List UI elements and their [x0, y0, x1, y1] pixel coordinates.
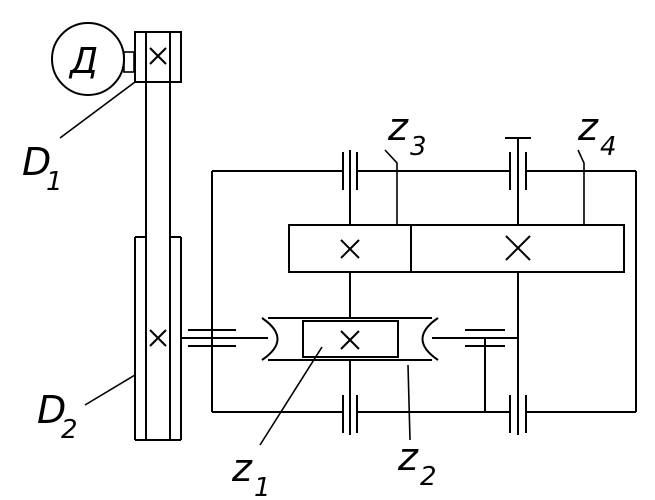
- bearing-right: [465, 329, 505, 347]
- gear-z2-left: [261, 317, 279, 361]
- svg-text:1: 1: [254, 473, 271, 500]
- bearing-bottom-right: [509, 395, 527, 433]
- svg-text:z: z: [397, 435, 419, 479]
- gear-pair-upper: [288, 224, 625, 273]
- motor: Д: [51, 22, 135, 96]
- svg-text:2: 2: [61, 415, 78, 445]
- bearing-top-left: [342, 152, 358, 190]
- leader-z2: [407, 364, 411, 441]
- gear-assembly-lower: [261, 317, 439, 361]
- svg-text:1: 1: [46, 167, 63, 197]
- svg-text:z: z: [231, 446, 253, 490]
- pulley-d1: [134, 31, 182, 83]
- motor-coupling: [123, 51, 135, 73]
- output-shaft-lower: [432, 329, 518, 412]
- svg-text:z: z: [387, 105, 409, 149]
- svg-text:2: 2: [420, 462, 437, 492]
- gear-z4: [410, 224, 625, 273]
- leader-d2: [84, 374, 136, 406]
- gear-z1-mark: [340, 330, 360, 350]
- belt-drive: [134, 31, 182, 441]
- label-z1: z 1: [231, 446, 271, 500]
- leaders: [59, 81, 585, 446]
- svg-text:3: 3: [410, 132, 427, 162]
- gear-z2-right: [421, 317, 439, 361]
- bearing-left: [188, 329, 236, 347]
- shaft-z4: [505, 137, 531, 435]
- label-z4: z 4: [577, 105, 617, 162]
- shaft-z3: [342, 150, 358, 435]
- label-d2: D 2: [37, 388, 78, 445]
- bearing-top-right: [509, 152, 527, 190]
- pulley-d2-mark: [149, 329, 167, 347]
- label-d1: D 1: [22, 140, 63, 197]
- motor-label: Д: [68, 41, 98, 82]
- svg-text:D: D: [22, 140, 51, 184]
- gear-z4-mark: [505, 235, 531, 261]
- housing: [212, 170, 637, 413]
- leader-z1: [259, 346, 323, 446]
- label-z2: z 2: [397, 435, 437, 492]
- bearing-bottom-left: [342, 395, 358, 433]
- gear-z3-mark: [340, 239, 360, 259]
- label-z3: z 3: [387, 105, 427, 162]
- svg-text:z: z: [577, 105, 599, 149]
- pulley-d1-mark: [149, 47, 167, 65]
- svg-text:D: D: [37, 388, 66, 432]
- input-shaft: [181, 171, 268, 412]
- leader-z4: [577, 149, 585, 225]
- gear-z1: [302, 320, 399, 358]
- leader-z3: [384, 149, 398, 225]
- svg-text:4: 4: [600, 132, 617, 162]
- leader-d1: [59, 81, 136, 139]
